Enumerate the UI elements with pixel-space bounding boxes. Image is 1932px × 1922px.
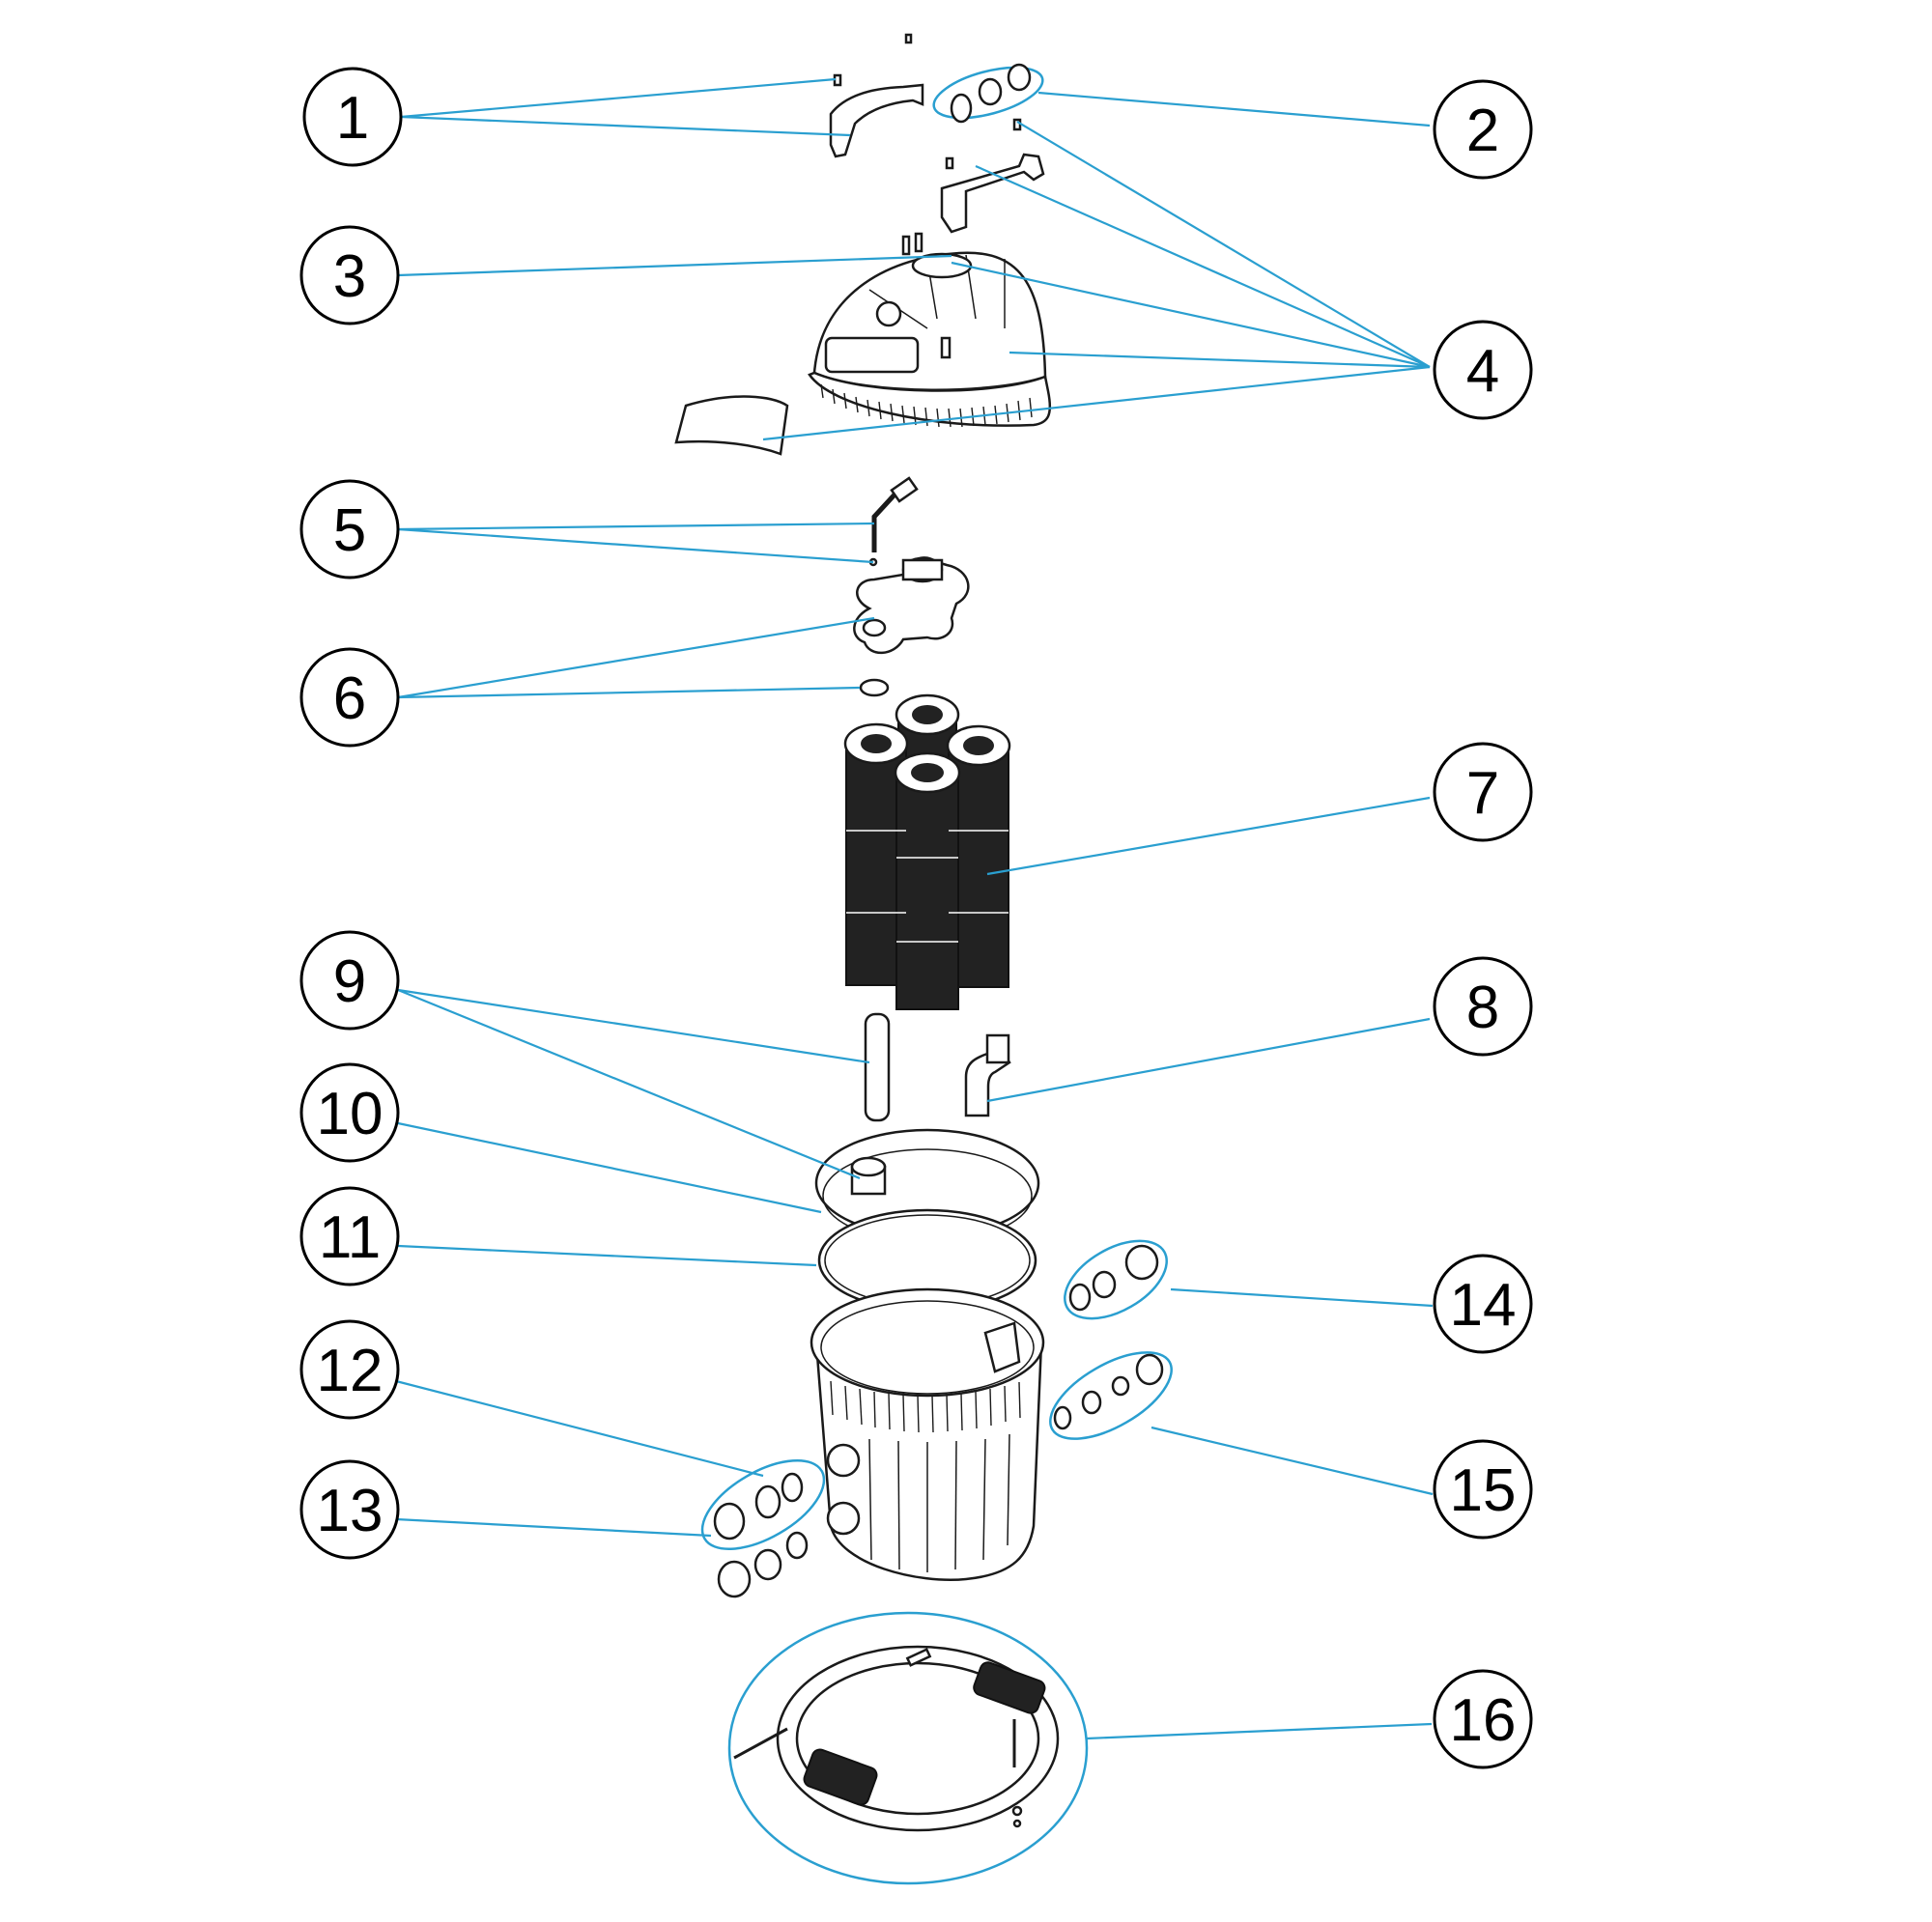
part-dome-lid bbox=[674, 232, 1052, 456]
svg-text:1: 1 bbox=[336, 85, 369, 152]
svg-text:5: 5 bbox=[333, 497, 366, 564]
svg-text:16: 16 bbox=[1450, 1687, 1517, 1754]
callout-9: 9 bbox=[299, 930, 400, 1031]
part-tank-body bbox=[810, 1287, 1045, 1581]
svg-text:3: 3 bbox=[333, 243, 366, 310]
part-drain-fitting-set bbox=[1064, 1239, 1168, 1320]
part-manifold bbox=[853, 556, 970, 697]
part-fitting-set bbox=[904, 33, 1044, 124]
leader-lines bbox=[395, 77, 1434, 1740]
callout-11: 11 bbox=[299, 1186, 400, 1286]
part-filter-cartridges bbox=[843, 693, 1011, 1010]
svg-text:13: 13 bbox=[317, 1478, 384, 1544]
callout-15: 15 bbox=[1433, 1439, 1533, 1540]
part-air-relief-tube bbox=[868, 476, 919, 567]
part-union-fittings bbox=[700, 1459, 826, 1598]
svg-text:10: 10 bbox=[317, 1081, 384, 1147]
callout-5: 5 bbox=[299, 479, 400, 579]
part-left-handle bbox=[829, 73, 924, 158]
part-elbow bbox=[964, 1033, 1011, 1117]
part-drain-plug-set bbox=[1049, 1351, 1173, 1440]
svg-text:9: 9 bbox=[333, 948, 366, 1015]
svg-text:8: 8 bbox=[1466, 975, 1499, 1041]
svg-text:12: 12 bbox=[317, 1338, 384, 1404]
part-standpipe bbox=[864, 1012, 891, 1122]
callout-4: 4 bbox=[1433, 320, 1533, 420]
part-clamp-ring bbox=[727, 1611, 1089, 1885]
svg-text:7: 7 bbox=[1466, 760, 1499, 827]
svg-text:14: 14 bbox=[1450, 1272, 1517, 1339]
svg-text:6: 6 bbox=[333, 665, 366, 732]
callout-6: 6 bbox=[299, 647, 400, 748]
svg-text:11: 11 bbox=[319, 1204, 381, 1271]
callout-8: 8 bbox=[1433, 956, 1533, 1057]
callout-12: 12 bbox=[299, 1319, 400, 1420]
callout-16: 16 bbox=[1433, 1669, 1533, 1769]
callout-14: 14 bbox=[1433, 1254, 1533, 1354]
svg-text:4: 4 bbox=[1466, 338, 1499, 405]
svg-text:15: 15 bbox=[1450, 1457, 1517, 1524]
callout-1: 1 bbox=[302, 67, 403, 167]
part-right-handle bbox=[940, 118, 1045, 234]
callout-2: 2 bbox=[1433, 79, 1533, 180]
callout-7: 7 bbox=[1433, 742, 1533, 842]
callout-10: 10 bbox=[299, 1062, 400, 1163]
callout-13: 13 bbox=[299, 1459, 400, 1560]
svg-text:2: 2 bbox=[1466, 98, 1499, 164]
callout-3: 3 bbox=[299, 225, 400, 325]
